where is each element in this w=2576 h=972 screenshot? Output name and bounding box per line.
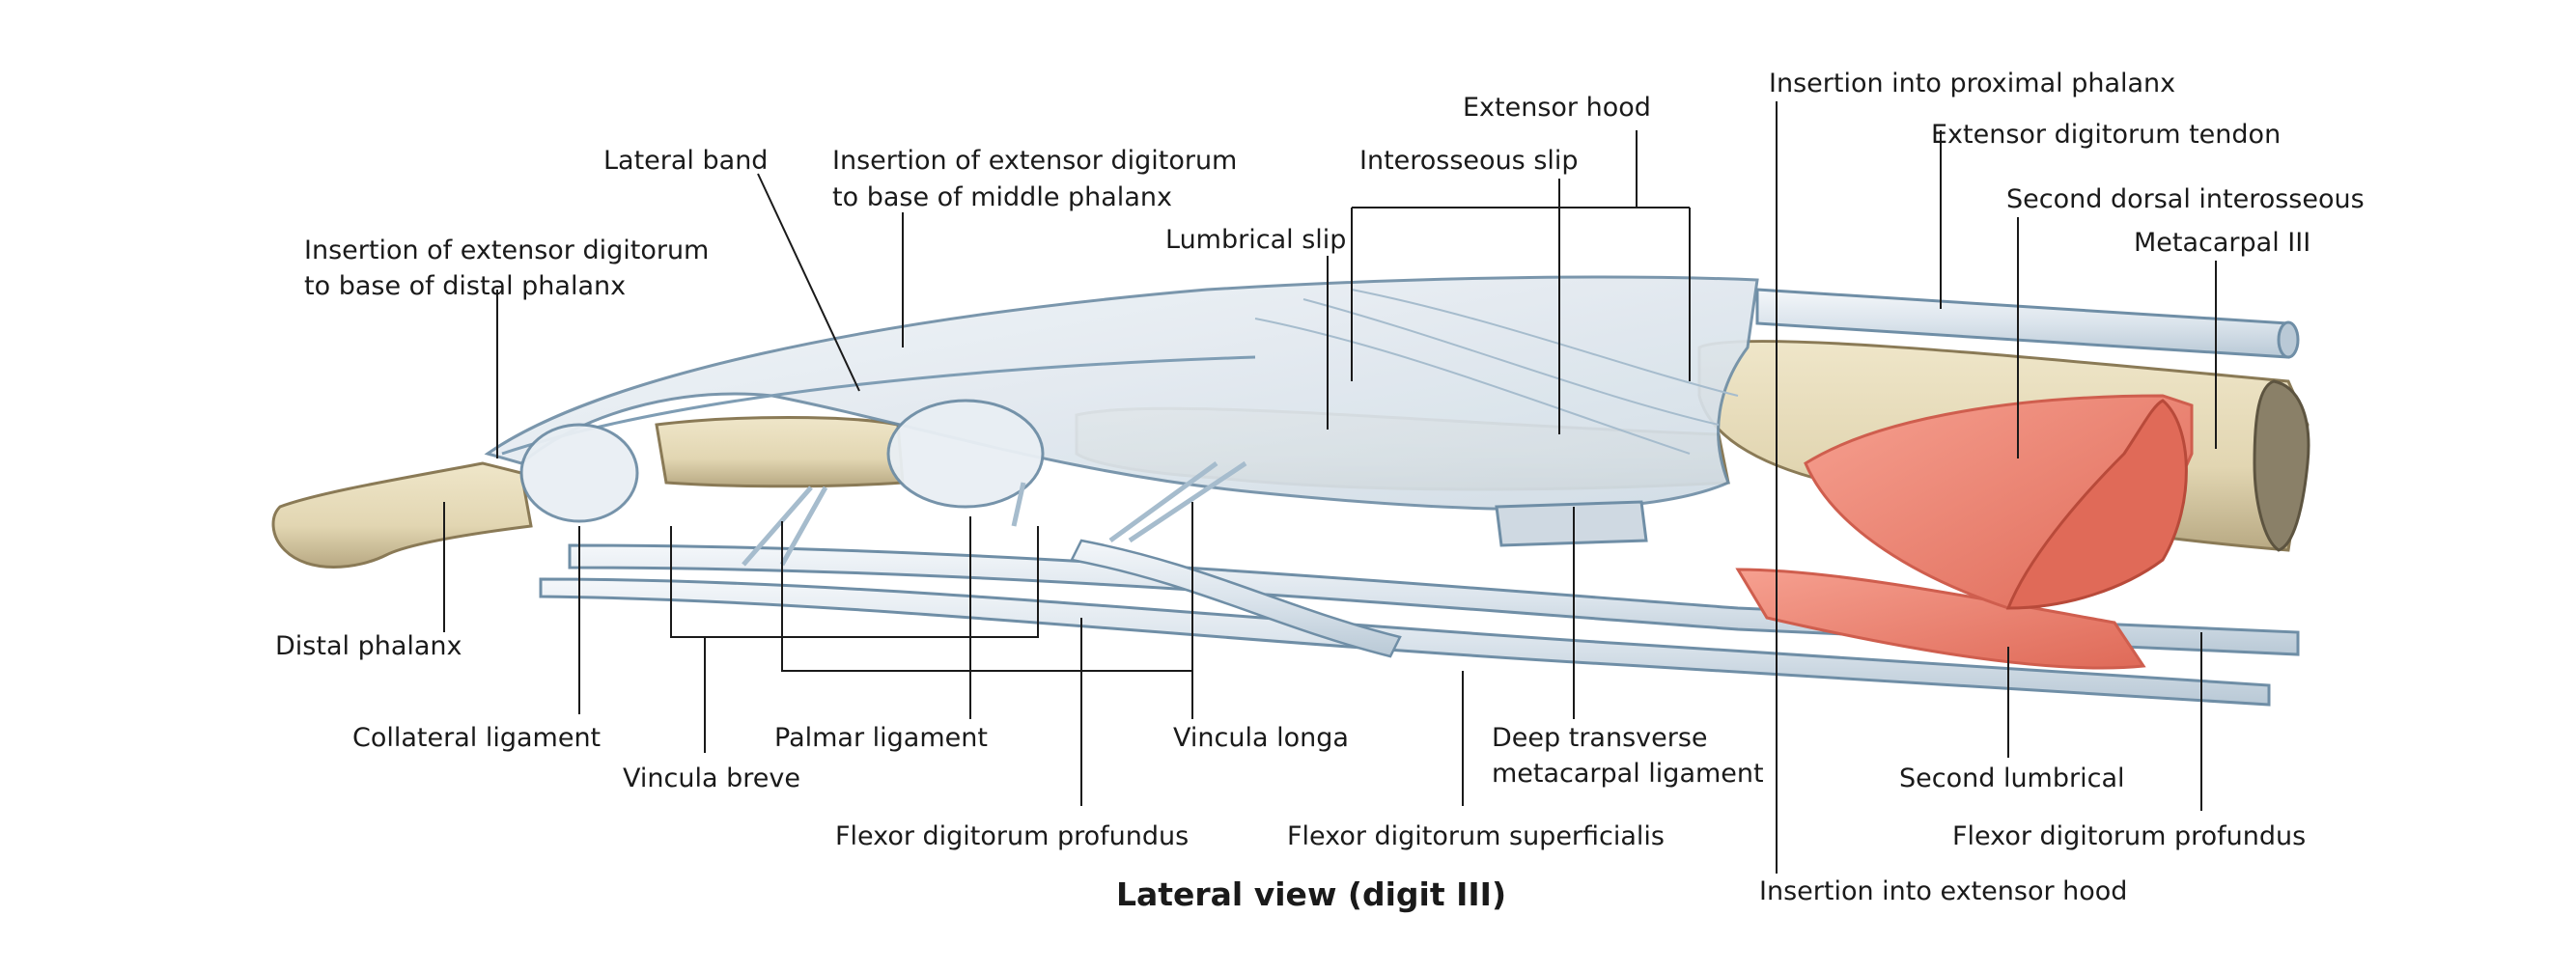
flexor-superficialis-tendon	[539, 577, 2271, 707]
label-vincula-longa: Vincula longa	[1173, 723, 1349, 753]
label-palmar-ligament: Palmar ligament	[774, 723, 988, 753]
deep-transverse-ligament	[1495, 500, 1648, 547]
label-deep-transverse-2: metacarpal ligament	[1492, 759, 1764, 789]
label-distal-phalanx: Distal phalanx	[275, 631, 462, 661]
label-lateral-band: Lateral band	[603, 146, 768, 176]
figure-caption: Lateral view (digit III)	[1116, 875, 1506, 913]
leader-lines	[443, 101, 2217, 874]
interosseous-muscle-cut	[2005, 399, 2188, 610]
label-second-dorsal-interosseous: Second dorsal interosseous	[2006, 184, 2365, 214]
middle-phalanx-bone	[655, 416, 905, 488]
label-insertion-ext-middle-1: Insertion of extensor digitorum	[832, 146, 1237, 176]
label-insertion-ext-distal-1: Insertion of extensor digitorum	[304, 236, 709, 265]
label-extensor-hood: Extensor hood	[1463, 93, 1651, 123]
label-flexor-superficialis: Flexor digitorum superficialis	[1287, 821, 1665, 851]
label-insertion-ext-distal-2: to base of distal phalanx	[304, 271, 626, 301]
hood-fiber-lines	[1254, 289, 1739, 455]
label-flexor-profundus-left: Flexor digitorum profundus	[835, 821, 1189, 851]
label-insertion-ext-middle-2: to base of middle phalanx	[832, 182, 1172, 212]
label-collateral-ligament: Collateral ligament	[352, 723, 601, 753]
labels: Insertion of extensor digitorum to base …	[275, 69, 2365, 913]
metacarpal-cut-surface	[2253, 379, 2310, 552]
collateral-ligament-pip	[886, 399, 1045, 509]
distal-phalanx-bone	[271, 461, 533, 569]
vincula-strands	[742, 460, 1247, 567]
label-lumbrical-slip: Lumbrical slip	[1165, 225, 1346, 255]
finger-illustration	[271, 275, 2310, 707]
label-metacarpal-iii: Metacarpal III	[2134, 228, 2310, 258]
label-insertion-proximal-phalanx: Insertion into proximal phalanx	[1769, 69, 2175, 98]
collateral-ligament-dip	[519, 423, 639, 523]
label-insertion-extensor-hood: Insertion into extensor hood	[1759, 876, 2127, 906]
label-deep-transverse-1: Deep transverse	[1492, 723, 1708, 753]
second-lumbrical-muscle	[1735, 568, 2146, 670]
label-interosseous-slip: Interosseous slip	[1359, 146, 1579, 176]
label-vincula-breve: Vincula breve	[623, 764, 800, 793]
label-second-lumbrical: Second lumbrical	[1899, 764, 2125, 793]
extensor-tendon-end	[2277, 320, 2300, 359]
flexor-superficialis-slip	[1070, 539, 1402, 658]
label-flexor-profundus-right: Flexor digitorum profundus	[1952, 821, 2306, 851]
label-extensor-digitorum-tendon: Extensor digitorum tendon	[1931, 120, 2281, 150]
extensor-hood-expansion	[484, 275, 1759, 511]
